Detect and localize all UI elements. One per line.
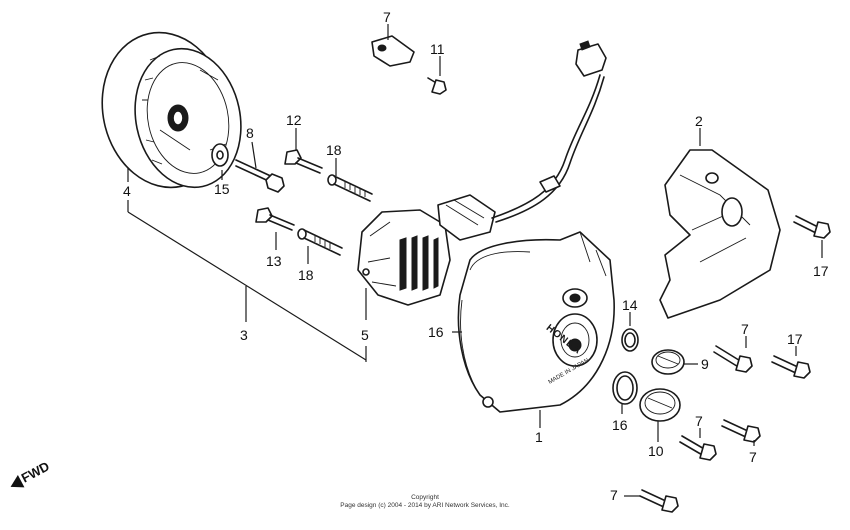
callout-7-b: 7 bbox=[695, 413, 703, 429]
wire-clip bbox=[371, 35, 415, 67]
callout-7-d: 7 bbox=[610, 487, 618, 503]
callout-2: 2 bbox=[695, 113, 703, 129]
callout-18-lower: 18 bbox=[298, 267, 314, 283]
sprocket-cover bbox=[659, 149, 781, 319]
callout-1: 1 bbox=[535, 429, 543, 445]
copyright-line-2: Page design (c) 2004 - 2014 by ARI Netwo… bbox=[340, 502, 510, 509]
callout-13: 16 bbox=[612, 417, 628, 433]
bolt-16-upper bbox=[284, 149, 323, 174]
callout-17-upper: 17 bbox=[813, 263, 829, 279]
callout-5: 5 bbox=[361, 327, 369, 343]
callout-labels: 7 11 8 12 18 15 4 13 18 3 5 2 17 14 16 7… bbox=[123, 9, 829, 503]
bolt-7-c bbox=[721, 419, 761, 443]
callout-7-c: 7 bbox=[749, 449, 757, 465]
left-crankcase-cover: HONDA MADE IN JAPAN bbox=[457, 231, 615, 413]
bolt-18-upper bbox=[327, 174, 373, 202]
bolt-7-d bbox=[639, 489, 679, 513]
stator bbox=[357, 209, 451, 306]
bolt-7-a bbox=[713, 345, 753, 373]
leader-lines bbox=[127, 24, 823, 497]
callout-9: 9 bbox=[701, 356, 709, 372]
callout-18-upper: 18 bbox=[326, 142, 342, 158]
callout-12: 16 bbox=[428, 324, 444, 340]
wire-harness bbox=[437, 40, 607, 241]
timing-hole-cap bbox=[651, 349, 685, 375]
callout-16-lower: 13 bbox=[266, 253, 282, 269]
callout-14: 14 bbox=[622, 297, 638, 313]
bolt-18-lower bbox=[297, 228, 343, 256]
callout-4: 4 bbox=[123, 183, 131, 199]
washer bbox=[211, 143, 229, 167]
callout-7-a: 7 bbox=[741, 321, 749, 337]
screw-15 bbox=[427, 77, 447, 95]
bolt-7-b bbox=[679, 435, 717, 461]
bolt-17-a bbox=[793, 215, 831, 239]
callout-10: 10 bbox=[648, 443, 664, 459]
copyright-notice: Copyright Page design (c) 2004 - 2014 by… bbox=[300, 494, 550, 510]
flywheel-rotor bbox=[101, 31, 242, 189]
o-ring-14 bbox=[621, 328, 639, 352]
bolt-16-lower bbox=[255, 207, 295, 231]
callout-16-upper: 12 bbox=[286, 112, 302, 128]
callout-3: 3 bbox=[240, 327, 248, 343]
callout-8: 8 bbox=[246, 125, 254, 141]
callout-17-lower: 17 bbox=[787, 331, 803, 347]
callout-15: 11 bbox=[430, 41, 445, 57]
copyright-line-1: Copyright bbox=[411, 494, 439, 501]
cover-gasket bbox=[460, 299, 479, 393]
flange-bolt bbox=[235, 159, 285, 193]
bolt-17-b bbox=[771, 355, 811, 379]
callout-6: 7 bbox=[383, 9, 391, 25]
callout-11: 15 bbox=[214, 181, 230, 197]
o-ring-13 bbox=[612, 371, 638, 405]
crankshaft-hole-cap bbox=[639, 388, 681, 422]
